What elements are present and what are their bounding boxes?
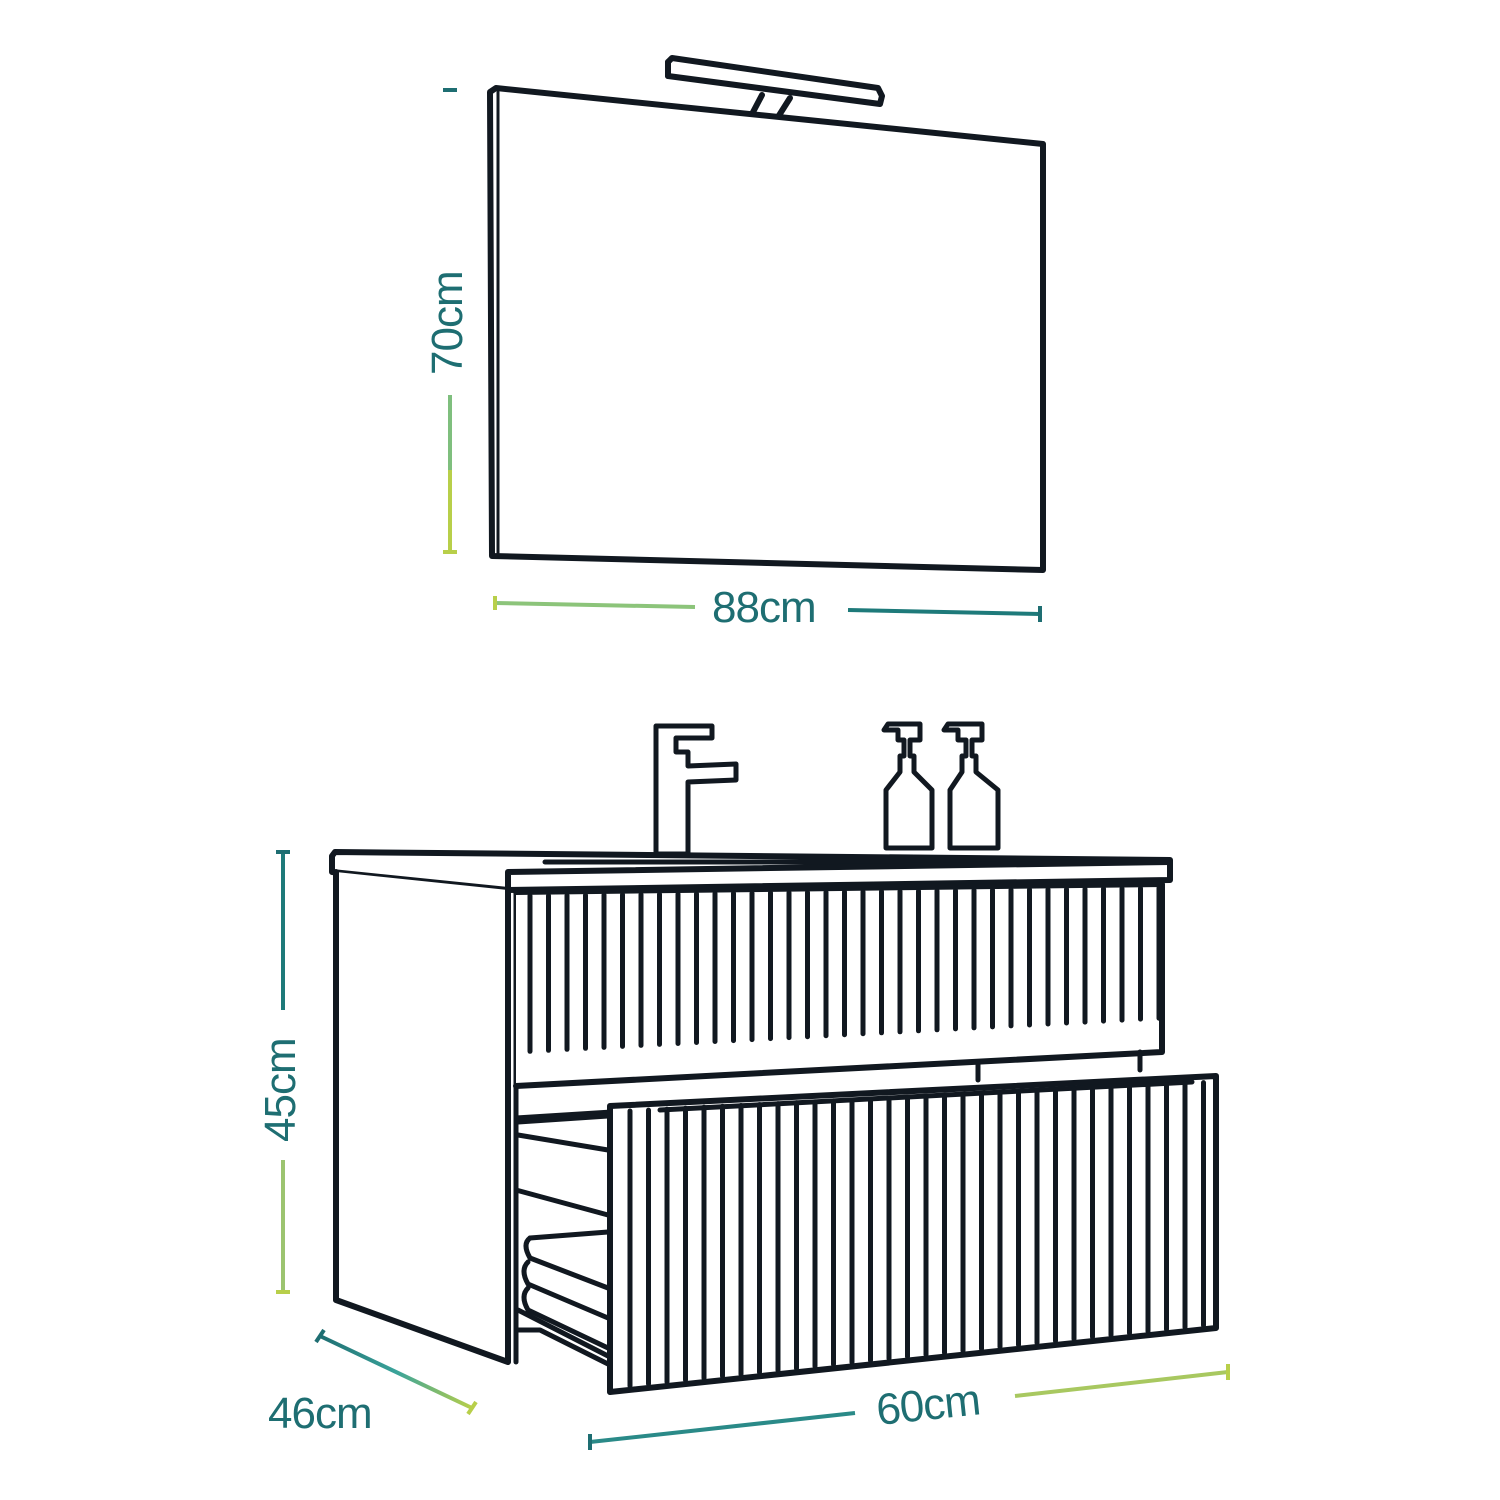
mirror-width-dimension: 88cm	[493, 583, 1042, 632]
cabinet-depth-dimension: 46cm	[268, 1328, 478, 1438]
cabinet-width-label: 60cm	[874, 1375, 982, 1435]
mirror-panel	[487, 85, 1046, 573]
faucet-icon	[653, 723, 739, 857]
vanity-cabinet	[329, 721, 1219, 1395]
cabinet-depth-label: 46cm	[268, 1389, 372, 1438]
upper-drawer-flutes	[527, 885, 1162, 1054]
soap-dispenser-icon	[941, 721, 1001, 851]
soap-dispenser-icon	[881, 721, 935, 851]
lower-drawer-flutes	[627, 1080, 1206, 1389]
cabinet-side-panel	[333, 869, 519, 1365]
mirror-height-dimension: 70cm	[423, 88, 472, 554]
countertop	[329, 849, 1173, 893]
lower-drawer-front	[607, 1073, 1219, 1395]
cabinet-height-dimension: 45cm	[256, 850, 305, 1294]
cabinet-height-label: 45cm	[256, 1038, 305, 1142]
mirror	[487, 55, 1046, 573]
drawer-gap	[513, 1049, 1165, 1121]
mirror-height-label: 70cm	[423, 271, 472, 375]
led-light-bar-icon	[665, 55, 885, 120]
open-drawer-interior	[513, 1113, 611, 1367]
mirror-width-label: 88cm	[712, 583, 816, 632]
cabinet-width-dimension: 60cm	[588, 1364, 1230, 1450]
